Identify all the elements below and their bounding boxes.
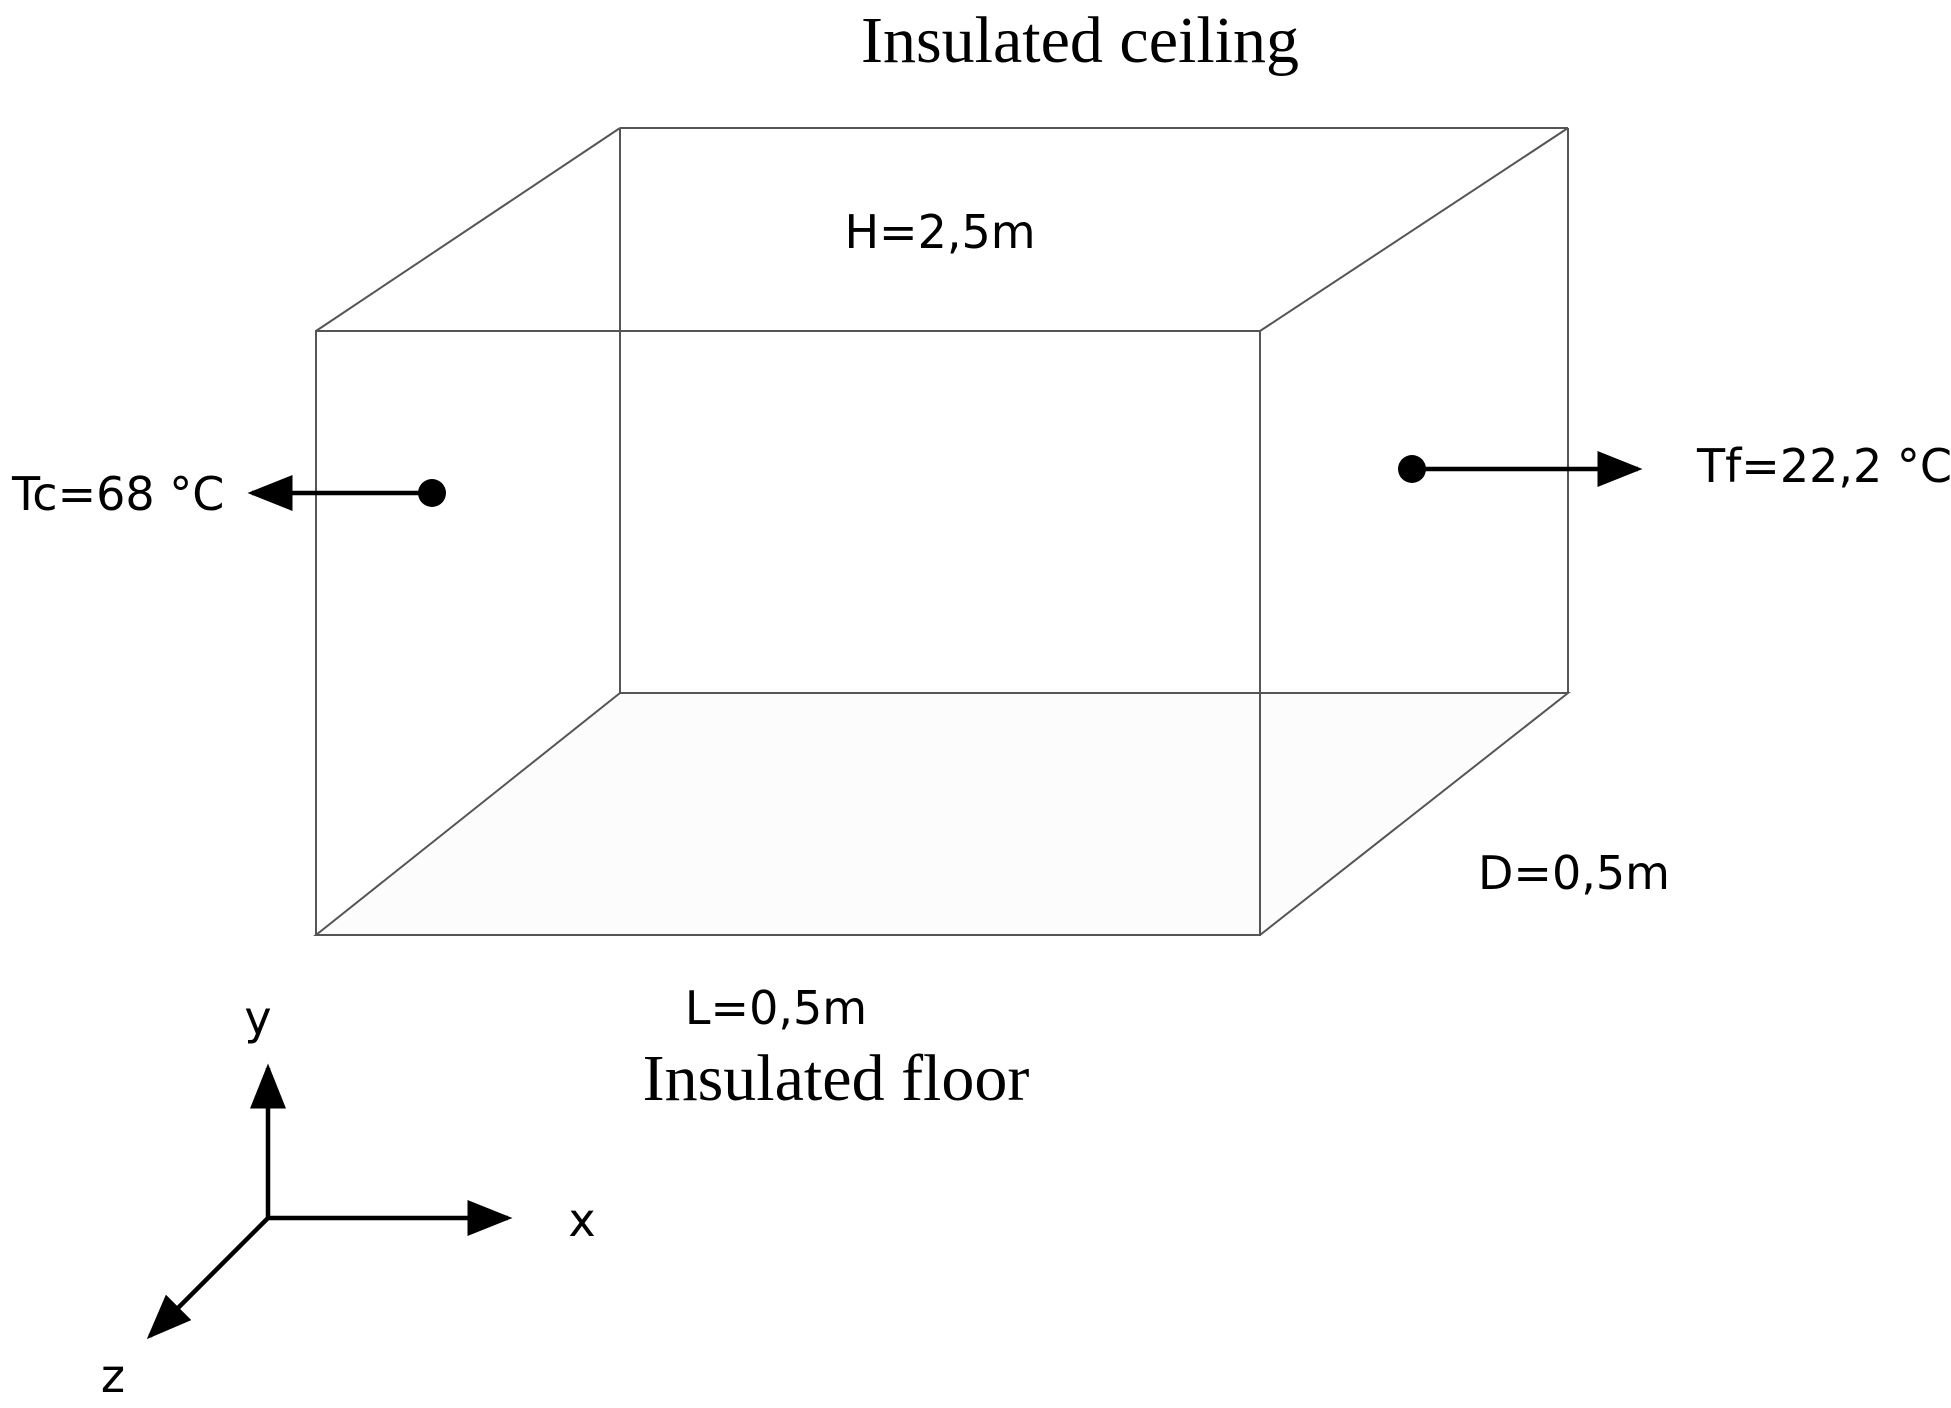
cavity-box (313, 127, 1571, 936)
hot-wall-indicator (247, 475, 446, 511)
floor-label: Insulated floor (643, 1042, 1030, 1115)
x-axis-label: x (568, 1193, 595, 1247)
top-right-depth-edge (1259, 127, 1569, 332)
hot-wall-temperature-label: Tc=68 °C (11, 467, 224, 521)
length-label: L=0,5m (685, 981, 867, 1035)
top-left-depth-edge (315, 127, 621, 332)
depth-label: D=0,5m (1478, 846, 1670, 900)
floor-face (313, 692, 1571, 936)
cold-wall-indicator (1398, 451, 1643, 487)
front-face (315, 330, 1261, 936)
ceiling-label: Insulated ceiling (861, 4, 1299, 77)
z-axis-label: z (101, 1349, 125, 1403)
height-label: H=2,5m (844, 205, 1035, 259)
z-axis-arrow (146, 1216, 270, 1340)
cold-wall-dot (1398, 455, 1426, 483)
cold-wall-temperature-label: Tf=22,2 °C (1696, 439, 1951, 493)
y-axis-label: y (244, 991, 271, 1045)
coordinate-axes (146, 1063, 513, 1340)
hot-wall-dot (418, 479, 446, 507)
